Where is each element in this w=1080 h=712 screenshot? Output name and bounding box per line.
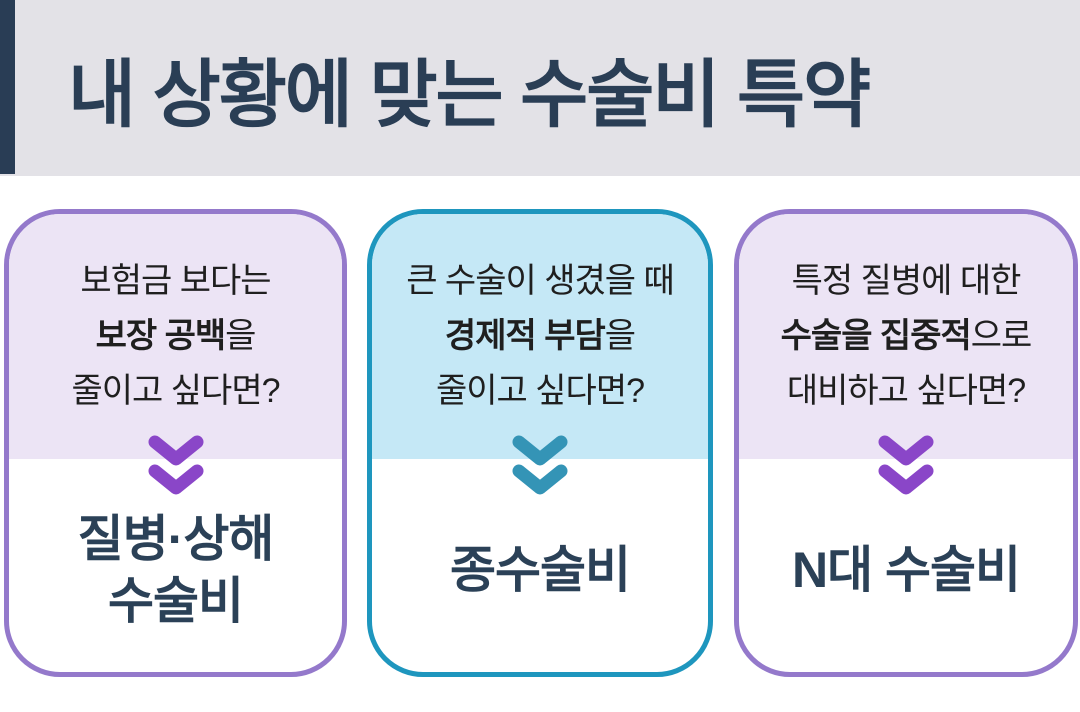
answer-title-line: 수술비 xyxy=(108,572,244,629)
card-answer-section: N대 수술비 xyxy=(739,459,1073,672)
card-answer-title: 질병·상해 수술비 xyxy=(77,508,275,632)
answer-title-line: 종수술비 xyxy=(450,541,631,598)
question-line: 줄이고 싶다면? xyxy=(71,372,280,410)
question-line: 특정 질병에 대한 xyxy=(791,262,1022,300)
page-title: 내 상황에 맞는 수술비 특약 xyxy=(68,52,871,136)
card-answer-section: 질병·상해 수술비 xyxy=(9,459,342,672)
header-accent-bar xyxy=(0,0,15,174)
header-band: 내 상황에 맞는 수술비 특약 xyxy=(0,0,1080,176)
card-answer-section: 종수술비 xyxy=(372,459,708,672)
card-question-text: 특정 질병에 대한 수술을 집중적으로 대비하고 싶다면? xyxy=(739,214,1073,419)
question-line: 보험금 보다는 xyxy=(80,262,271,300)
answer-title-line: 질병·상해 xyxy=(77,510,275,567)
card-question-section: 특정 질병에 대한 수술을 집중적으로 대비하고 싶다면? xyxy=(739,214,1073,459)
answer-title-line: N대 수술비 xyxy=(792,541,1021,598)
question-line-rest: 을 xyxy=(225,317,256,355)
question-line-bold: 경제적 부담 xyxy=(444,317,606,355)
card-comprehensive-surgery: 큰 수술이 생겼을 때 경제적 부담을 줄이고 싶다면? 종수술비 xyxy=(367,209,713,677)
card-answer-title: N대 수술비 xyxy=(792,539,1021,601)
question-line: 큰 수술이 생겼을 때 xyxy=(406,262,675,300)
double-chevron-down-icon xyxy=(512,435,568,495)
question-line: 줄이고 싶다면? xyxy=(435,372,645,410)
card-disease-injury-surgery: 보험금 보다는 보장 공백을 줄이고 싶다면? 질병·상해 수술비 xyxy=(4,209,347,677)
question-line-bold: 수술을 집중적 xyxy=(780,317,972,355)
card-question-section: 큰 수술이 생겼을 때 경제적 부담을 줄이고 싶다면? xyxy=(372,214,708,459)
card-answer-title: 종수술비 xyxy=(450,539,631,601)
card-question-section: 보험금 보다는 보장 공백을 줄이고 싶다면? xyxy=(9,214,342,459)
card-question-text: 큰 수술이 생겼을 때 경제적 부담을 줄이고 싶다면? xyxy=(372,214,708,419)
card-n-major-surgery: 특정 질병에 대한 수술을 집중적으로 대비하고 싶다면? N대 수술비 xyxy=(734,209,1078,677)
question-line-rest: 을 xyxy=(604,317,636,355)
question-line: 대비하고 싶다면? xyxy=(786,372,1026,410)
card-question-text: 보험금 보다는 보장 공백을 줄이고 싶다면? xyxy=(9,214,342,419)
double-chevron-down-icon xyxy=(148,435,203,495)
question-line-bold: 보장 공백 xyxy=(95,317,227,355)
double-chevron-down-icon xyxy=(878,435,934,495)
question-line-rest: 으로 xyxy=(970,317,1033,355)
